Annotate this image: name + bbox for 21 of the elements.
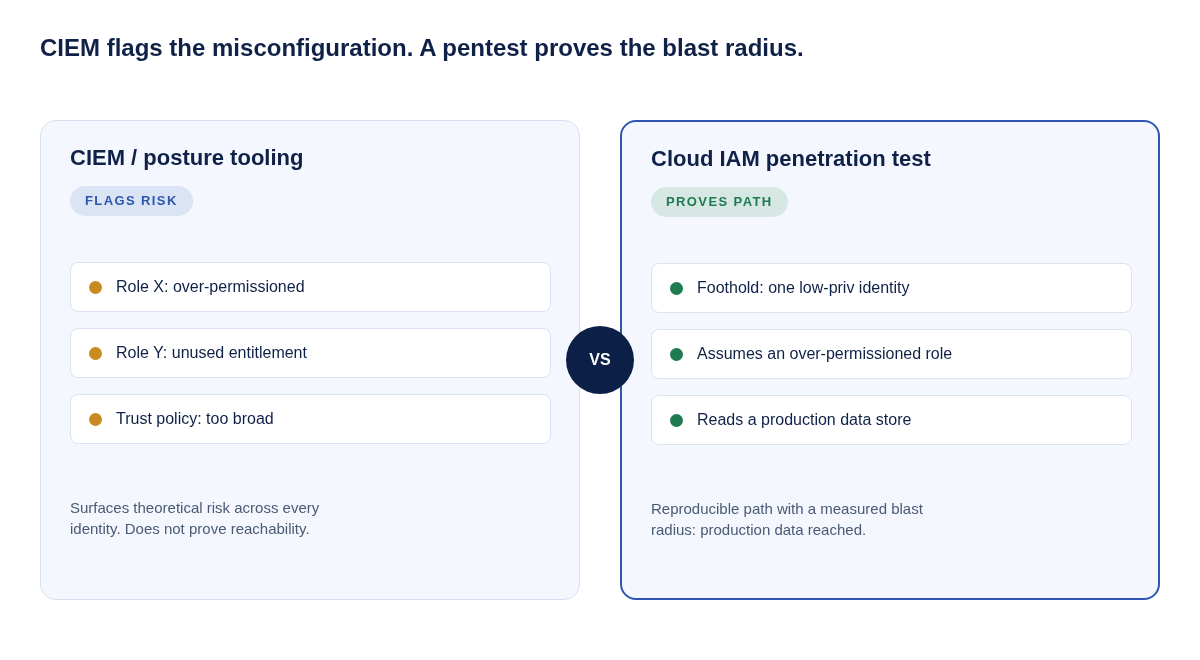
panel-description: Reproducible path with a measured blast radius: production data reached.: [651, 499, 924, 540]
panel-description: Surfaces theoretical risk across every identity. Does not prove reachability.: [70, 498, 321, 539]
list-item-card: [70, 394, 551, 444]
panel-heading: Cloud IAM penetration test: [651, 146, 931, 172]
list-item-card: [70, 262, 551, 312]
panel-heading: CIEM / posture tooling: [70, 145, 304, 171]
status-badge: PROVES PATH: [651, 187, 788, 217]
diagram-title: CIEM flags the misconfiguration. A pentest proves the blast radius.: [40, 34, 804, 62]
list-item-card: [651, 329, 1132, 379]
item-text: Role X: over-permissioned: [116, 278, 305, 296]
item-text: Reads a production data store: [697, 411, 912, 429]
list-item-card: [70, 328, 551, 378]
item-text: Assumes an over-permissioned role: [697, 345, 953, 363]
item-text: Foothold: one low-priv identity: [697, 279, 910, 297]
list-item-card: [651, 263, 1132, 313]
item-text: Role Y: unused entitlement: [116, 344, 307, 362]
list-item-card: [651, 395, 1132, 445]
comparison-panel: [40, 120, 580, 600]
comparison-panel: [620, 120, 1160, 600]
status-badge: FLAGS RISK: [70, 186, 193, 216]
item-text: Trust policy: too broad: [116, 410, 274, 428]
